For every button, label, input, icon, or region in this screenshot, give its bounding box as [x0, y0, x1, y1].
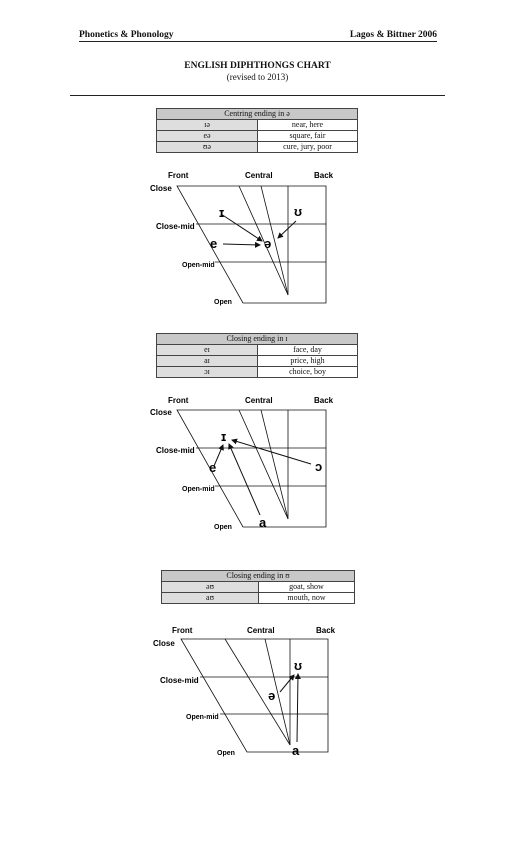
label-central: Central: [247, 626, 275, 635]
vowel-symbol: ʊ: [294, 204, 302, 219]
glide-arrow: [277, 220, 297, 239]
glide-arrow: [231, 438, 312, 465]
vowel-symbol: ɪ: [221, 429, 226, 444]
label-back: Back: [314, 171, 334, 180]
header-right: Lagos & Bittner 2006: [349, 30, 437, 40]
label-close: Close: [153, 639, 175, 648]
page-title: ENGLISH DIPHTHONGS CHART: [184, 61, 331, 71]
vowel-symbol: e: [209, 460, 216, 475]
vowel-symbol: a: [259, 515, 267, 530]
label-central: Central: [245, 396, 273, 405]
label-open-mid: Open-mid: [182, 262, 215, 269]
label-back: Back: [314, 396, 334, 405]
glide-arrow: [279, 674, 295, 693]
vowel-symbol: ʊ: [294, 658, 302, 673]
header-divider: [79, 41, 437, 42]
label-central: Central: [245, 171, 273, 180]
label-close-mid: Close-mid: [160, 676, 199, 685]
label-open: Open: [217, 750, 235, 757]
header-left: Phonetics & Phonology: [79, 30, 174, 40]
vowel-symbol: ə: [264, 236, 271, 251]
page-subtitle: (revised to 2013): [226, 72, 289, 82]
vowel-symbol: ɪ: [219, 205, 224, 220]
symbol-cell: ʊə: [156, 141, 258, 153]
label-close: Close: [150, 184, 172, 193]
vowel-symbol: ə: [268, 688, 275, 703]
vowel-symbol: a: [292, 743, 300, 758]
glide-arrow: [228, 443, 261, 516]
label-close-mid: Close-mid: [156, 222, 195, 231]
vowel-symbol: ɔ: [315, 459, 322, 474]
label-open: Open: [214, 299, 232, 306]
symbol-cell: aɪ: [156, 355, 258, 367]
label-open-mid: Open-mid: [182, 486, 215, 493]
label-front: Front: [168, 171, 189, 180]
glide-arrow: [220, 213, 263, 242]
label-back: Back: [316, 626, 336, 635]
label-open: Open: [214, 524, 232, 531]
words-cell: mouth, now: [258, 592, 355, 604]
label-front: Front: [172, 626, 193, 635]
label-open-mid: Open-mid: [186, 714, 219, 721]
label-close-mid: Close-mid: [156, 446, 195, 455]
label-close: Close: [150, 408, 172, 417]
label-front: Front: [168, 396, 189, 405]
title-divider: [70, 95, 445, 96]
symbol-cell: aʊ: [161, 592, 259, 604]
words-cell: cure, jury, poor: [257, 141, 358, 153]
glide-arrow: [294, 673, 301, 743]
vowel-symbol: e: [210, 236, 217, 251]
glide-arrow: [213, 444, 224, 467]
words-cell: choice, boy: [257, 366, 358, 378]
glide-arrow: [222, 241, 261, 248]
symbol-cell: ɔɪ: [156, 366, 258, 378]
